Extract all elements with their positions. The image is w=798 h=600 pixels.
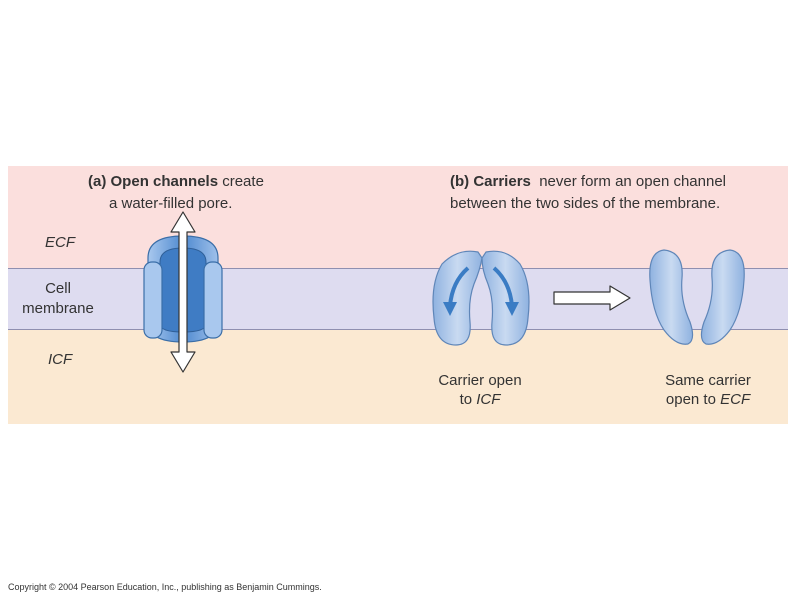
panel-b-heading: (b) Carriers never form an open channel … [450, 171, 770, 215]
caption-carrier-ecf: Same carrier open to ECF [648, 371, 768, 409]
caption-carrier-ecf-prefix: open to [665, 391, 716, 408]
panel-b-rest: never form an open channel [539, 173, 727, 190]
caption-carrier-ecf-line2: open to ECF [648, 390, 768, 409]
double-headed-arrow-icon [170, 211, 196, 373]
panel-b-bold: Carriers [473, 173, 531, 190]
cell-membrane-label: Cell membrane [12, 279, 104, 319]
right-arrow-icon [553, 285, 631, 311]
panel-b-line1: (b) Carriers never form an open channel [450, 171, 770, 193]
panel-a-rest: create [222, 173, 264, 190]
caption-carrier-ecf-line1: Same carrier [665, 372, 751, 389]
panel-a-bold: Open channels [110, 173, 219, 190]
icf-band [8, 330, 788, 424]
carrier-open-ecf-icon [649, 249, 745, 345]
panel-b-line2: between the two sides of the membrane. [450, 195, 721, 212]
icf-label: ICF [48, 351, 73, 368]
membrane-label: membrane [22, 300, 94, 317]
panel-b-tag: (b) [450, 173, 470, 190]
panel-a-tag: (a) [88, 173, 107, 190]
panel-a-heading: (a) Open channels create a water-filled … [88, 171, 288, 215]
caption-carrier-ecf-ital: ECF [720, 391, 751, 408]
carrier-open-icf-icon [432, 250, 530, 346]
caption-carrier-icf-prefix: to [459, 391, 473, 408]
panel-a-line2: a water-filled pore. [109, 195, 233, 212]
caption-carrier-icf-line2: to ICF [420, 390, 540, 409]
caption-carrier-icf: Carrier open to ICF [420, 371, 540, 409]
cell-label: Cell [45, 280, 71, 297]
panel-a-line1: (a) Open channels create [88, 171, 288, 193]
caption-carrier-icf-line1: Carrier open [438, 372, 522, 389]
copyright-notice: Copyright © 2004 Pearson Education, Inc.… [8, 582, 322, 592]
caption-carrier-icf-ital: ICF [476, 391, 501, 408]
ecf-label: ECF [45, 234, 75, 251]
ecf-band [8, 166, 788, 268]
